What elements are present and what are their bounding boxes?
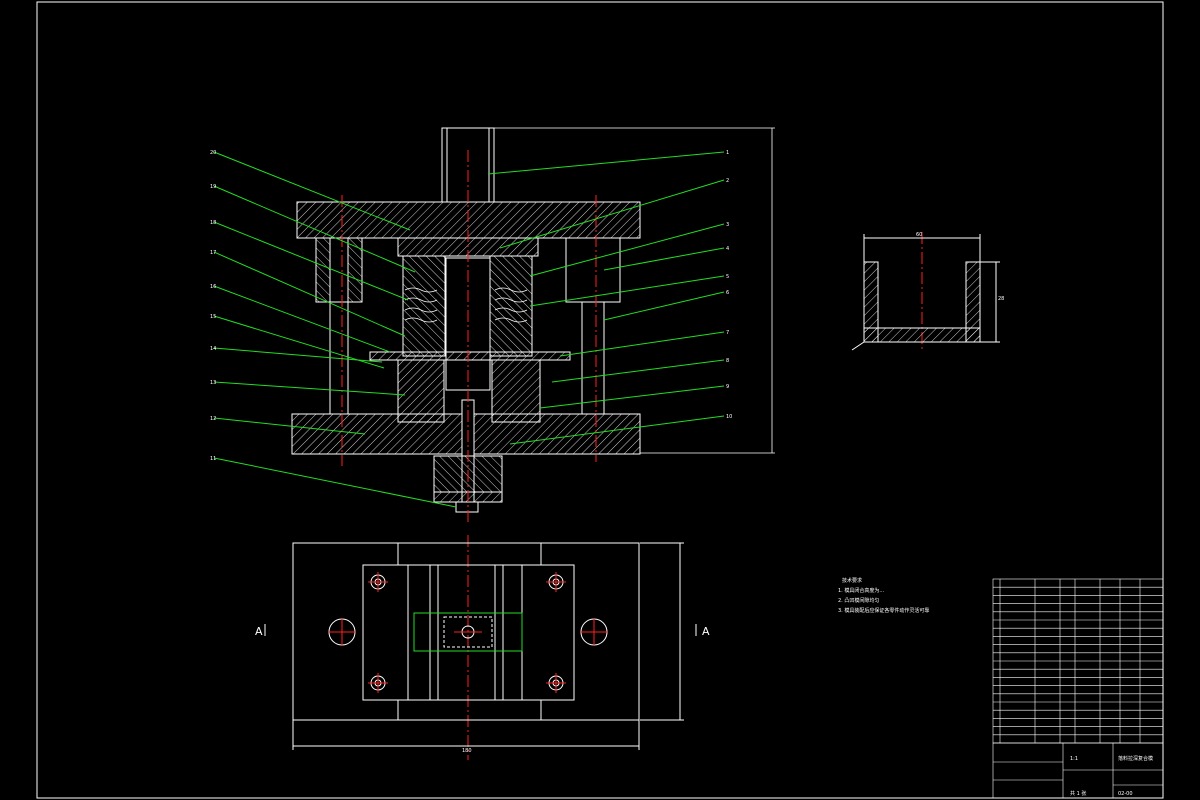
balloon-left-6: 15 (210, 314, 216, 320)
plan-centerlines (328, 572, 608, 693)
part-detail-view (851, 234, 1000, 351)
section-marker-left: A (255, 625, 263, 638)
notes-item-2: 2. 凸凹模间隙均匀 (838, 597, 879, 604)
balloon-right-3: 3 (726, 222, 729, 228)
balloon-numbers: 20 19 18 17 16 15 14 13 12 11 1 2 3 4 5 … (210, 150, 732, 462)
balloon-left-7: 14 (210, 346, 216, 352)
plan-view (292, 542, 684, 750)
balloon-right-1: 1 (726, 150, 729, 156)
title-part-name: 落料拉深复合模 (1118, 755, 1153, 762)
balloon-right-7: 7 (726, 330, 729, 336)
balloon-left-1: 20 (210, 150, 216, 156)
centerlines (341, 150, 923, 760)
bill-of-materials (992, 578, 1164, 744)
balloon-left-8: 13 (210, 380, 216, 386)
notes-heading: 技术要求 (842, 577, 862, 584)
balloon-left-9: 12 (210, 416, 216, 422)
balloon-right-4: 4 (726, 246, 729, 252)
title-sheet: 共 1 张 (1070, 790, 1086, 797)
balloon-left-2: 19 (210, 184, 216, 190)
balloon-right-6: 6 (726, 290, 729, 296)
title-drawing-no: 02-00 (1118, 791, 1133, 797)
technical-notes: 技术要求 1. 模具闭合高度为... 2. 凸凹模间隙均匀 3. 模具装配后应保… (838, 577, 929, 614)
title-block (992, 742, 1164, 799)
title-block-text: 落料拉深复合模 02-00 1:1 共 1 张 (1070, 755, 1153, 797)
balloon-left-5: 16 (210, 284, 216, 290)
section-view (291, 127, 641, 513)
balloon-right-5: 5 (726, 274, 729, 280)
balloon-right-10: 10 (726, 414, 732, 420)
balloon-left-3: 18 (210, 220, 216, 226)
title-scale: 1:1 (1070, 756, 1078, 762)
part-width-dim: 60 (916, 232, 922, 238)
balloon-left-10: 11 (210, 456, 216, 462)
balloon-right-2: 2 (726, 178, 729, 184)
balloon-right-9: 9 (726, 384, 729, 390)
leader-lines-right (487, 151, 725, 445)
plan-width-dim: 180 (462, 748, 472, 754)
height-dimension (494, 127, 775, 454)
notes-item-1: 1. 模具闭合高度为... (838, 587, 885, 594)
section-marker-right: A (702, 625, 710, 638)
notes-item-3: 3. 模具装配后应保证各零件动作灵活可靠 (838, 607, 929, 614)
balloon-left-4: 17 (210, 250, 216, 256)
green-part-outline (413, 612, 523, 652)
sheet-border (36, 1, 1164, 799)
part-height-dim: 28 (998, 296, 1004, 302)
balloon-right-8: 8 (726, 358, 729, 364)
leader-lines-left (213, 151, 457, 508)
